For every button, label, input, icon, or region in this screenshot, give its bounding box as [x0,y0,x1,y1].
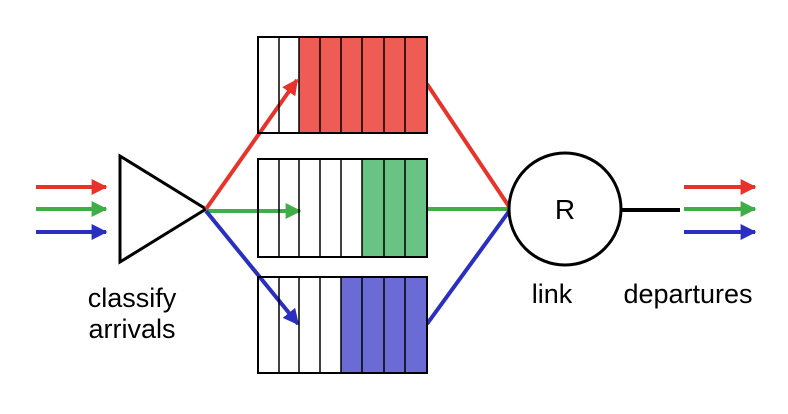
classify-label-line1: classify [88,283,177,313]
queue-red-filled [299,37,427,133]
queue-to-router-lines [425,82,512,326]
link-label: link [532,279,573,309]
queue-red [257,36,428,134]
queue-red-slots [278,37,406,133]
queue-green-slots [278,159,406,257]
red-queue-line [425,82,512,210]
queue-blue-outline [257,276,428,374]
departure-arrows [684,179,757,240]
router-label: R [555,194,575,225]
queue-blue-slots [278,277,406,373]
blue-queue-line [425,208,512,326]
arrival-arrows [36,179,108,240]
queue-red-outline [257,36,428,134]
classifier-triangle [118,153,209,265]
queue-green-filled [362,159,427,257]
queue-green-outline [257,158,428,258]
queue-green [257,158,428,258]
classify-arrow-blue [204,209,300,326]
classify-label-line2: arrivals [88,314,175,344]
classifier-to-queue-arrows [204,78,302,326]
classify-arrow-red [204,78,299,211]
queue-blue [257,276,428,374]
departures-label: departures [623,279,752,309]
